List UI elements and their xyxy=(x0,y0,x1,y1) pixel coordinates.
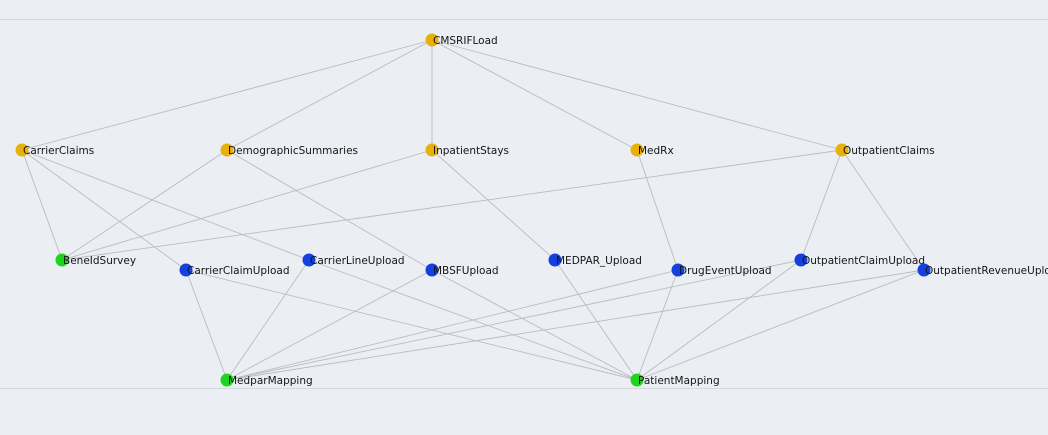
node-medpar-mapping[interactable]: MedparMapping xyxy=(220,373,313,388)
edge-carrier-claims-to-carrier-line-upload xyxy=(21,149,310,261)
node-dot[interactable] xyxy=(630,373,644,387)
edge-carrier-claim-upload-to-medpar-mapping xyxy=(185,269,228,381)
node-bene-id-survey[interactable]: BeneIdSurvey xyxy=(55,253,137,268)
edge-outpatient-claim-upload-to-patient-mapping xyxy=(636,259,802,381)
node-dot[interactable] xyxy=(220,373,234,387)
node-label: MBSFUpload xyxy=(433,265,499,277)
node-label: DemographicSummaries xyxy=(228,145,358,157)
edge-demographic-summaries-to-mbsf-upload xyxy=(226,149,433,271)
edge-inpatient-stays-to-medpar-upload xyxy=(431,149,556,261)
node-carrier-claims[interactable]: CarrierClaims xyxy=(15,143,95,158)
node-carrier-claim-upload[interactable]: CarrierClaimUpload xyxy=(179,263,290,278)
edge-drug-event-upload-to-patient-mapping xyxy=(636,269,679,381)
edge-outpatient-claims-to-bene-id-survey xyxy=(61,149,843,261)
node-outpatient-claims[interactable]: OutpatientClaims xyxy=(835,143,935,158)
edge-outpatient-claims-to-outpatient-revenue-upload xyxy=(841,149,925,271)
node-dot[interactable] xyxy=(917,263,931,277)
edge-mbsf-upload-to-patient-mapping xyxy=(431,269,638,381)
node-dot[interactable] xyxy=(425,33,439,47)
edges-layer xyxy=(21,39,925,381)
node-label: MedparMapping xyxy=(228,375,313,387)
edge-carrier-claims-to-carrier-claim-upload xyxy=(21,149,187,271)
node-patient-mapping[interactable]: PatientMapping xyxy=(630,373,720,388)
edge-demographic-summaries-to-bene-id-survey xyxy=(61,149,228,261)
node-label: CarrierLineUpload xyxy=(310,255,405,267)
node-mbsf-upload[interactable]: MBSFUpload xyxy=(425,263,499,278)
node-dot[interactable] xyxy=(425,263,439,277)
edge-outpatient-claims-to-outpatient-claim-upload xyxy=(800,149,843,261)
edge-inpatient-stays-to-bene-id-survey xyxy=(61,149,433,261)
edge-cmsrif-load-to-demographic-summaries xyxy=(226,39,433,151)
edge-carrier-line-upload-to-medpar-mapping xyxy=(226,259,310,381)
node-label: OutpatientClaims xyxy=(843,145,935,157)
node-dot[interactable] xyxy=(15,143,29,157)
edge-medpar-upload-to-patient-mapping xyxy=(554,259,638,381)
node-cmsrif-load[interactable]: CMSRIFLoad xyxy=(425,33,498,48)
node-label: InpatientStays xyxy=(433,145,509,157)
edge-mbsf-upload-to-medpar-mapping xyxy=(226,269,433,381)
node-label: OutpatientClaimUpload xyxy=(802,255,925,267)
node-label: PatientMapping xyxy=(638,375,720,387)
node-label: CarrierClaims xyxy=(23,145,94,157)
edge-med-rx-to-drug-event-upload xyxy=(636,149,679,271)
node-dot[interactable] xyxy=(55,253,69,267)
node-dot[interactable] xyxy=(179,263,193,277)
edge-cmsrif-load-to-carrier-claims xyxy=(21,39,433,151)
node-carrier-line-upload[interactable]: CarrierLineUpload xyxy=(302,253,405,268)
node-label: MedRx xyxy=(638,145,674,157)
edge-cmsrif-load-to-outpatient-claims xyxy=(431,39,843,151)
node-dot[interactable] xyxy=(425,143,439,157)
node-label: DrugEventUpload xyxy=(679,265,772,277)
edge-cmsrif-load-to-med-rx xyxy=(431,39,638,151)
node-dot[interactable] xyxy=(835,143,849,157)
node-drug-event-upload[interactable]: DrugEventUpload xyxy=(671,263,772,278)
node-dot[interactable] xyxy=(794,253,808,267)
node-med-rx[interactable]: MedRx xyxy=(630,143,674,158)
edge-outpatient-revenue-upload-to-medpar-mapping xyxy=(226,269,925,381)
node-label: CarrierClaimUpload xyxy=(187,265,290,277)
node-dot[interactable] xyxy=(220,143,234,157)
edge-carrier-claim-upload-to-patient-mapping xyxy=(185,269,638,381)
node-label: OutpatientRevenueUpload xyxy=(925,265,1048,277)
node-demographic-summaries[interactable]: DemographicSummaries xyxy=(220,143,359,158)
node-dot[interactable] xyxy=(630,143,644,157)
node-dot[interactable] xyxy=(671,263,685,277)
node-medpar-upload[interactable]: MEDPAR_Upload xyxy=(548,253,642,268)
edge-outpatient-revenue-upload-to-patient-mapping xyxy=(636,269,925,381)
edge-outpatient-claim-upload-to-medpar-mapping xyxy=(226,259,802,381)
node-label: BeneIdSurvey xyxy=(63,255,136,267)
node-inpatient-stays[interactable]: InpatientStays xyxy=(425,143,510,158)
node-dot[interactable] xyxy=(302,253,316,267)
edge-carrier-claims-to-bene-id-survey xyxy=(21,149,63,261)
node-label: CMSRIFLoad xyxy=(433,35,498,47)
node-outpatient-revenue-upload[interactable]: OutpatientRevenueUpload xyxy=(917,263,1048,278)
node-dot[interactable] xyxy=(548,253,562,267)
node-outpatient-claim-upload[interactable]: OutpatientClaimUpload xyxy=(794,253,926,268)
edge-drug-event-upload-to-medpar-mapping xyxy=(226,269,679,381)
node-label: MEDPAR_Upload xyxy=(556,255,642,267)
